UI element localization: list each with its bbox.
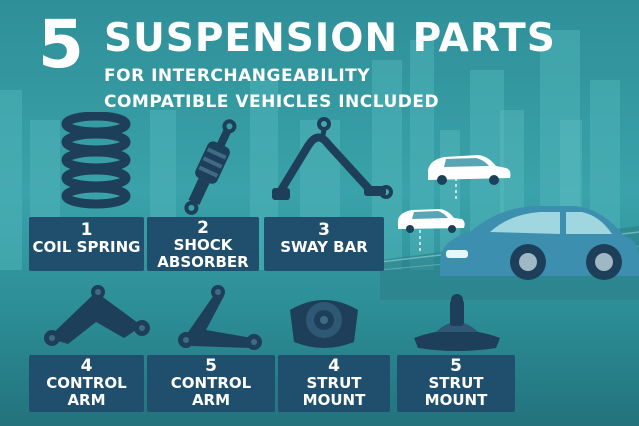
sedan-car-icon: [440, 206, 639, 280]
subtitle-line-1: FOR INTERCHANGEABILITY: [104, 66, 371, 86]
small-car-icon-top: [428, 155, 511, 185]
part-name: SHOCK ABSORBER: [157, 236, 249, 271]
part-name: COIL SPRING: [32, 238, 141, 256]
title-block: 5 SUSPENSION PARTS FOR INTERCHANGEABILIT…: [28, 6, 628, 118]
part-number: 4: [80, 356, 93, 376]
shock-absorber-icon: [184, 119, 237, 215]
subtitle-line-2: COMPATIBLE VEHICLES INCLUDED: [104, 92, 440, 112]
headline: SUSPENSION PARTS: [104, 16, 556, 61]
part-number: 5: [205, 356, 217, 376]
part-label-coil-spring: 1 COIL SPRING: [29, 217, 144, 271]
strut-mount-icon-right: [414, 294, 500, 351]
control-arm-icon-right: [178, 285, 262, 350]
part-name: CONTROL ARM: [170, 374, 252, 409]
part-label-control-arm-2: 5 CONTROL ARM: [147, 355, 275, 412]
part-label-strut-mount-2: 5 STRUT MOUNT: [397, 355, 515, 412]
part-label-strut-mount-1: 4 STRUT MOUNT: [278, 355, 390, 412]
parts-count: 5: [38, 6, 84, 83]
strut-mount-icon-left: [290, 300, 358, 348]
part-number: 1: [80, 220, 93, 240]
part-number: 5: [450, 356, 462, 376]
control-arm-icon-left: [44, 285, 150, 346]
part-number: 2: [197, 218, 209, 238]
part-number: 4: [328, 356, 340, 376]
part-name: CONTROL ARM: [46, 374, 127, 409]
part-label-shock-absorber: 2 SHOCK ABSORBER: [147, 217, 259, 271]
sway-bar-icon: [272, 117, 393, 200]
part-name: STRUT MOUNT: [302, 374, 366, 409]
part-label-sway-bar: 3 SWAY BAR: [264, 217, 384, 271]
part-name: SWAY BAR: [280, 238, 368, 256]
small-car-icon-middle: [398, 209, 465, 233]
part-name: STRUT MOUNT: [424, 374, 488, 409]
coil-spring-icon: [61, 112, 131, 209]
part-label-control-arm-1: 4 CONTROL ARM: [29, 355, 144, 412]
part-number: 3: [318, 220, 330, 240]
